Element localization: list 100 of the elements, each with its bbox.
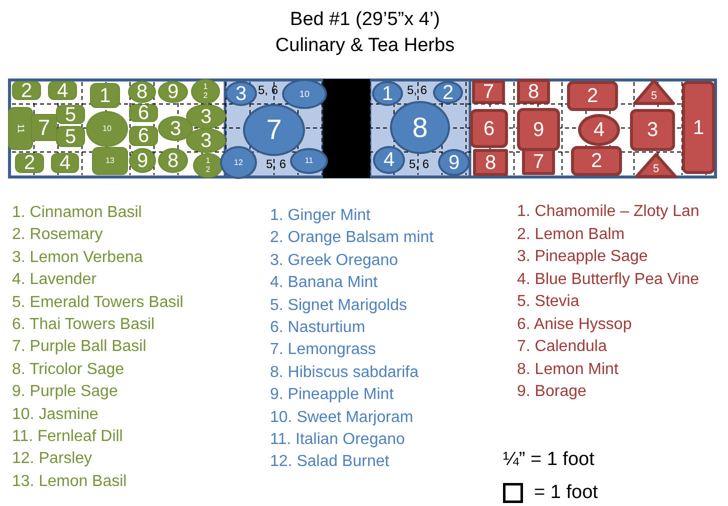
plant-block [470,109,508,148]
plant-number: 9 [448,152,460,172]
plant-block [15,153,44,173]
plant-list-item: 6. Anise Hyssop [517,316,632,334]
plant-number: 9 [532,120,544,140]
plant-list-item: 7. Calendula [517,338,607,356]
plant-list-item: 6. Nasturtium [270,319,366,337]
plant-list-item: 10. Sweet Marjoram [270,408,414,427]
plant-number: 2 [20,80,32,100]
plant-list-item: 6. Thai Towers Basil [12,316,155,334]
plant-number: 7 [266,116,282,144]
plant-list-item: 12. Salad Burnet [270,453,390,472]
plant-list-item: 9. Pineapple Mint [270,386,394,404]
plant-list-item: 2. Lemon Balm [517,226,625,244]
plant-block [129,104,158,122]
plant-block [31,114,57,141]
plant-number: 5 [652,164,660,175]
diagram-title: Bed #1 (29’5”x 4’) Culinary & Tea Herbs [274,8,456,58]
plant-number: 3 [200,130,212,150]
plant-list-item: 2. Rosemary [12,226,103,244]
plant-number: 4 [383,150,395,170]
plant-triangle [635,153,677,178]
plant-number: 2 [590,151,602,171]
plant-number: 1 [99,86,111,106]
plant-list-item: 4. Banana Mint [270,274,378,292]
plant-number: 1 [382,84,394,104]
plant-list-item: 8. Hibiscus sabdarifa [270,364,419,382]
plant-number: 4 [56,80,68,100]
plant-number: 12 [206,157,210,174]
plant-number: 11 [304,157,314,165]
plant-number: 8 [484,152,496,172]
plant-number: 2 [586,86,598,106]
plant-list-item: 3. Greek Oregano [270,252,398,270]
plant-block [517,108,560,151]
plant-block [56,105,85,124]
plant-block [8,107,33,150]
plant-block [56,126,85,147]
plant-list-item: 11. Fernleaf Dill [12,428,123,446]
scale-note: ¼” = 1 foot [503,449,594,471]
plant-block [682,81,715,174]
plant-block [129,126,158,146]
plant-number: 3 [170,118,182,138]
plant-number: 13 [106,157,114,165]
plant-number: 4 [593,120,605,140]
plant-list-item: 5. Signet Marigolds [270,296,407,315]
plant-block [571,146,622,176]
plant-list-item: 5. Stevia [517,293,580,311]
plant-list-item: 7. Lemongrass [270,341,376,360]
plant-number: 1 [692,118,704,138]
plant-block [473,149,508,176]
plant-list-item: 3. Pineapple Sage [517,248,648,266]
plant-list-item: 2. Orange Balsam mint [270,229,434,248]
plant-list-item: 1. Chamomile – Zloty Lan [517,203,700,221]
plant-list-item: 11. Italian Oregano [270,431,405,449]
plant-list-item: 9. Purple Sage [12,383,118,402]
plant-list-item: 12. Parsley [12,450,92,468]
plant-list-item: 13. Lemon Basil [12,472,127,491]
plant-number: 2 [24,153,36,173]
plant-number: 6 [483,118,495,138]
plant-number: 8 [412,114,428,142]
plant-number: 3 [200,106,212,126]
plant-number: 7 [482,82,494,102]
plant-list-item: 10. Jasmine [12,406,98,424]
plant-number: 5 [64,104,76,124]
plant-number: 6 [138,126,150,146]
plant-list-item: 1. Ginger Mint [270,207,370,225]
plant-number: 8 [167,150,179,170]
plant-number: 5 [650,91,658,102]
plant-number: 8 [528,82,540,102]
plant-list-item: 1. Cinnamon Basil [12,204,142,222]
plant-number: 7 [532,152,544,172]
plant-number: 7 [38,116,50,138]
plant-block [90,83,120,108]
plant-number: 9 [167,82,179,102]
plant-number: 12 [234,158,243,166]
plant-block [12,81,41,100]
plant-number: 3 [646,120,658,140]
plant-number: 3 [235,84,247,104]
plant-number: 10 [299,90,310,98]
companion-plant-numbers: 5, 6 [407,83,428,97]
plant-list-item: 8. Lemon Mint [517,360,618,378]
plant-list-item: 7. Purple Ball Basil [12,338,146,356]
plant-list-item: 5. Emerald Towers Basil [12,294,184,312]
plant-list-item: 4. Lavender [12,271,97,290]
plant-list-item: 3. Lemon Verbena [12,248,143,267]
plant-list-item: 9. Borage [517,383,586,401]
plant-number: 10 [102,125,112,133]
legend-text: = 1 foot [534,482,598,504]
plant-number: 9 [136,150,148,170]
plant-number: 4 [59,153,71,173]
plant-list-item: 8. Tricolor Sage [12,360,124,379]
plant-block [51,153,79,173]
plant-triangle [633,79,675,105]
plant-block [92,147,128,175]
companion-plant-numbers: 5, 6 [258,83,278,97]
plant-number: 6 [138,103,150,123]
plant-number: 12 [203,83,208,100]
plant-block [48,81,77,100]
plant-block [567,81,618,111]
plant-number: 2 [442,82,454,102]
